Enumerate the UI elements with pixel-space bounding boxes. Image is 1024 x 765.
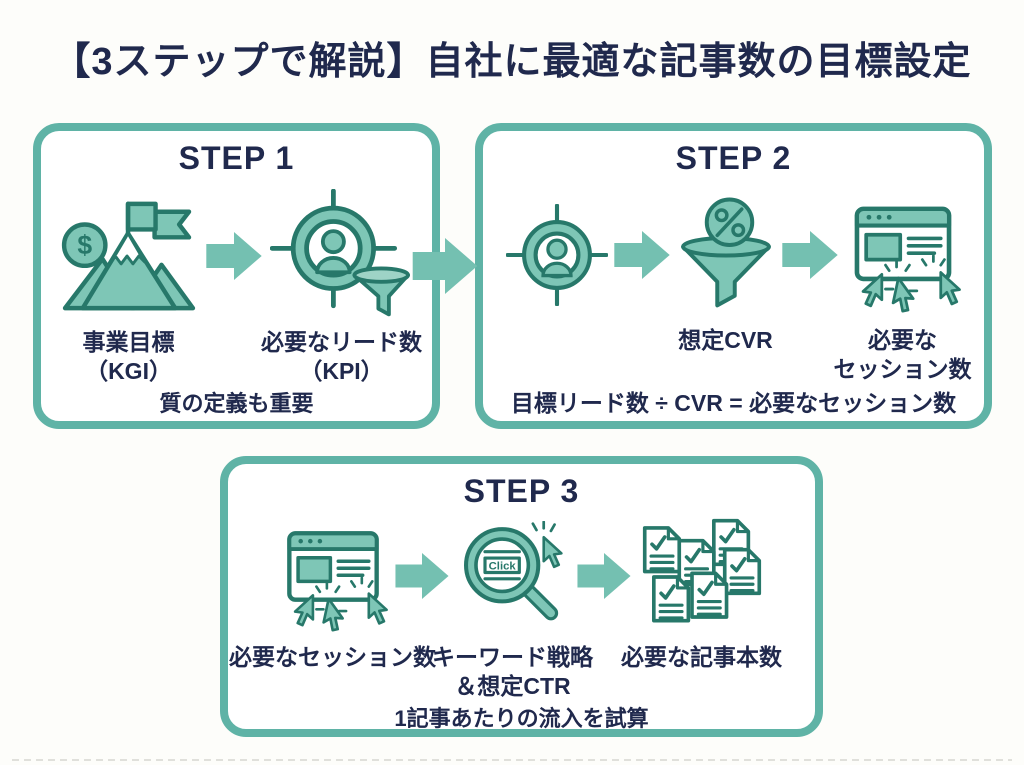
- bottom-edge-artifact: [12, 759, 1012, 761]
- step1-heading: STEP 1: [178, 140, 295, 176]
- step1-flow-row: 事業目標 （KGI） 必要なリード数 （KPI）: [41, 190, 432, 386]
- cvr-item: 想定CVR: [675, 190, 777, 355]
- step2-flow-row: 想定CVR 必要な セッション数: [483, 190, 984, 384]
- arrow-right-icon: [782, 231, 838, 279]
- step2-formula-note: 目標リード数 ÷ CVR = 必要なセッション数: [510, 389, 957, 416]
- step3-heading: STEP 3: [463, 473, 580, 509]
- sessions-item: 必要な セッション数: [834, 190, 972, 384]
- articles-item: 必要な記事本数: [621, 517, 782, 672]
- business-goal-item: 事業目標 （KGI）: [58, 190, 200, 386]
- sessions-item: 必要なセッション数: [229, 517, 436, 672]
- step1-note: 質の定義も重要: [159, 390, 314, 416]
- step1-to-step2-arrow-icon: [412, 238, 478, 294]
- keyword-strategy-label-line2: ＆想定CTR: [454, 672, 571, 699]
- business-goal-label-line2: （KGI）: [85, 357, 172, 384]
- arrow-right-icon: [614, 231, 670, 279]
- sessions-label-text: 必要なセッション数: [229, 644, 436, 671]
- step1-box: STEP 1 事業目標 （KGI） 必要なリード数 （KPI） 質の定義も重要: [33, 123, 440, 429]
- sessions-label-line2: セッション数: [833, 355, 972, 382]
- lead-target-label-line2: （KPI）: [299, 357, 384, 384]
- page-title: 【3ステップで解説】自社に最適な記事数の目標設定: [52, 41, 972, 83]
- magnifier-click-icon: [455, 521, 571, 633]
- lead-target-item: 必要なリード数 （KPI）: [261, 190, 422, 386]
- lead-target-label-line1: 必要なリード数: [261, 329, 422, 356]
- step3-flow-row: 必要なセッション数 キーワード戦略 ＆想定CTR 必要な記事本数: [228, 517, 815, 701]
- target-person-icon-wrap: [506, 190, 608, 320]
- step2-box: STEP 2 想定CVR 必要な セッション数 目標リード数: [475, 123, 992, 429]
- arrow-right-icon: [206, 232, 262, 280]
- cvr-label-text: 想定CVR: [678, 327, 773, 354]
- lead-target-icon-wrap: [270, 190, 414, 322]
- target-person-icon: [506, 204, 608, 306]
- keyword-strategy-label-line1: キーワード戦略: [432, 644, 593, 671]
- cvr-icon-wrap: [677, 190, 775, 320]
- browser-clicks-icon: [278, 522, 388, 632]
- articles-icon-wrap: [637, 517, 767, 637]
- step3-note: 1記事あたりの流入を試算: [394, 705, 649, 731]
- step2-heading: STEP 2: [675, 140, 792, 176]
- mountain-goal-icon: [59, 196, 199, 316]
- business-goal-icon-wrap: [59, 190, 199, 322]
- keyword-strategy-icon-wrap: [455, 517, 571, 637]
- sessions-icon-wrap: [278, 517, 388, 637]
- sessions-label-line1: 必要な: [868, 327, 937, 354]
- target-person-item: [505, 190, 609, 320]
- sessions-icon-wrap: [845, 190, 961, 320]
- target-lead-funnel-icon: [270, 189, 414, 323]
- browser-clicks-icon: [845, 197, 961, 313]
- funnel-percent-icon: [677, 196, 775, 315]
- documents-check-icon: [637, 517, 767, 637]
- step3-box: STEP 3 必要なセッション数 キーワード戦略 ＆想定CTR: [220, 456, 823, 737]
- keyword-strategy-item: キーワード戦略 ＆想定CTR: [432, 517, 593, 701]
- business-goal-label-line1: 事業目標: [82, 329, 175, 356]
- articles-label-text: 必要な記事本数: [621, 644, 782, 671]
- arrow-right-icon: [395, 553, 449, 599]
- arrow-right-icon: [577, 553, 631, 599]
